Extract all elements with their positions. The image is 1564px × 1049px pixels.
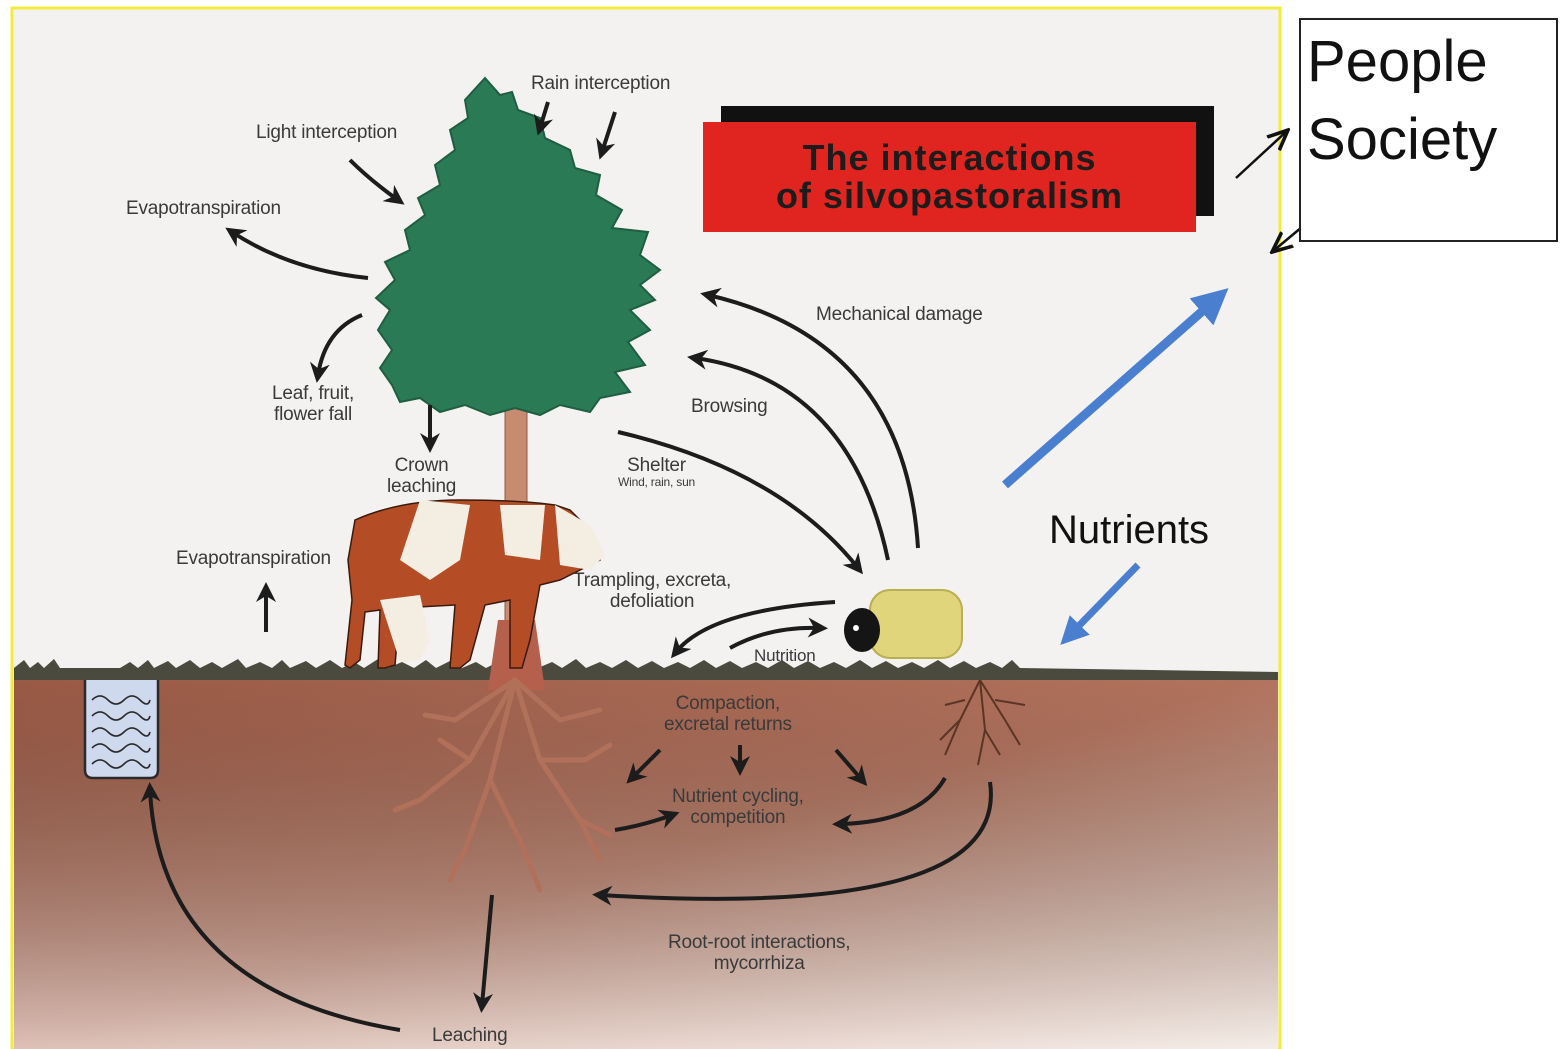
label-leaf-fall-line1: Leaf, fruit, xyxy=(272,383,354,404)
label-evapotranspiration-tree: Evapotranspiration xyxy=(126,198,281,219)
label-leaf-fall-line2: flower fall xyxy=(272,404,354,425)
title-line-2: of silvopastoralism xyxy=(776,177,1123,215)
label-browsing: Browsing xyxy=(691,396,768,417)
label-root-root-line1: Root-root interactions, xyxy=(668,932,850,953)
label-rain-interception: Rain interception xyxy=(531,73,670,94)
label-compaction-line2: excretal returns xyxy=(664,714,792,735)
label-shelter: Shelter Wind, rain, sun xyxy=(618,455,695,489)
label-compaction-line1: Compaction, xyxy=(664,693,792,714)
label-shelter-sub: Wind, rain, sun xyxy=(618,476,695,489)
label-crown-leaching-line2: leaching xyxy=(387,476,456,497)
label-root-root: Root-root interactions, mycorrhiza xyxy=(668,932,850,974)
label-nutrient-cycling: Nutrient cycling, competition xyxy=(672,786,804,828)
label-nutrition: Nutrition xyxy=(754,645,816,666)
label-light-interception: Light interception xyxy=(256,122,397,143)
label-leaching: Leaching xyxy=(432,1025,508,1046)
title-line-1: The interactions xyxy=(802,139,1096,177)
label-trampling: Trampling, excreta, defoliation xyxy=(573,570,731,612)
label-crown-leaching-line1: Crown xyxy=(387,455,456,476)
label-nutrient-cycling-line1: Nutrient cycling, xyxy=(672,786,804,807)
society-label: Society xyxy=(1307,110,1497,170)
label-leaf-fall: Leaf, fruit, flower fall xyxy=(272,383,354,425)
label-trampling-line1: Trampling, excreta, xyxy=(573,570,731,591)
water-pit xyxy=(85,676,158,778)
label-trampling-line2: defoliation xyxy=(573,591,731,612)
label-nutrient-cycling-line2: competition xyxy=(672,807,804,828)
label-crown-leaching: Crown leaching xyxy=(387,455,456,497)
people-label: People xyxy=(1307,32,1488,92)
label-root-root-line2: mycorrhiza xyxy=(668,953,850,974)
label-evapotranspiration-ground: Evapotranspiration xyxy=(176,548,331,569)
nutrients-annotation: Nutrients xyxy=(1049,508,1209,553)
diagram-title-box: The interactions of silvopastoralism xyxy=(703,122,1196,232)
people-society-box: People Society xyxy=(1299,18,1558,242)
label-compaction: Compaction, excretal returns xyxy=(664,693,792,735)
label-mechanical-damage: Mechanical damage xyxy=(816,304,983,325)
label-shelter-title: Shelter xyxy=(618,455,695,476)
